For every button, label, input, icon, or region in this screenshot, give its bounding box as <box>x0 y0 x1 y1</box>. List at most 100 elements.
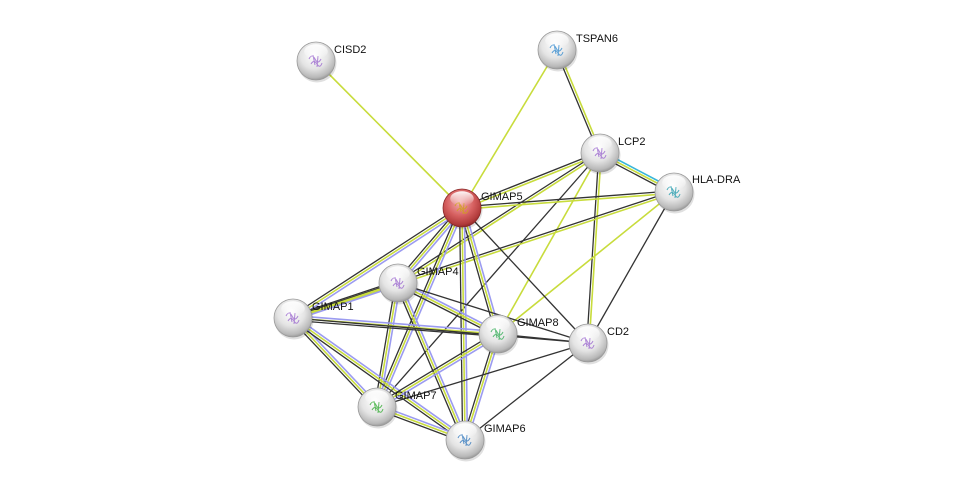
edge-line-coexpression <box>395 283 464 442</box>
edge-gimap5-gimap7[interactable] <box>374 206 465 409</box>
protein-structure-icon <box>580 336 595 350</box>
edge-gimap1-gimap7[interactable] <box>290 315 380 410</box>
node-highlight <box>662 175 686 190</box>
protein-structure-icon <box>549 43 564 57</box>
node-label: GIMAP7 <box>395 390 437 402</box>
edge-line-textmining <box>292 207 463 319</box>
node-highlight <box>386 266 410 281</box>
edge-gimap1-cd2[interactable] <box>292 317 589 344</box>
edge-line-coexpression <box>461 190 674 208</box>
node-gimap8[interactable]: GIMAP8 <box>478 314 559 356</box>
edge-line-coexpression <box>374 206 461 407</box>
edge-line-coexpression <box>396 151 600 283</box>
node-label: GIMAP1 <box>312 301 354 313</box>
edge-line-textmining <box>497 152 601 335</box>
edge-line-coexpression <box>458 208 464 441</box>
edge-line-homology <box>293 315 467 439</box>
edge-line-coexpression <box>587 191 675 344</box>
edge-line-textmining <box>461 49 558 209</box>
edge-line-coexpression <box>461 207 589 344</box>
node-cd2[interactable]: CD2 <box>568 323 629 365</box>
edge-line-homology <box>378 208 465 409</box>
edge-line-textmining <box>497 191 675 335</box>
node-label: CISD2 <box>334 44 366 56</box>
edge-line-coexpression <box>292 317 589 344</box>
edge-gimap4-gimap6[interactable] <box>395 281 468 442</box>
edge-gimap7-cd2[interactable] <box>376 342 589 408</box>
edge-gimap6-cd2[interactable] <box>464 342 589 441</box>
edge-line-textmining <box>398 153 602 285</box>
edge-line-coexpression <box>397 282 589 344</box>
edge-lcp2-cd2[interactable] <box>586 152 602 344</box>
node-gimap4[interactable]: GIMAP4 <box>378 263 459 305</box>
edge-gimap1-gimap6[interactable] <box>291 315 467 443</box>
node-gimap5[interactable]: GIMAP5 <box>442 188 523 230</box>
edge-line-textmining <box>588 153 602 344</box>
edge-line-coexpression <box>459 208 497 335</box>
edge-line-homology <box>293 209 464 321</box>
edges-layer <box>290 49 676 443</box>
node-label: LCP2 <box>618 136 646 148</box>
edge-line-textmining <box>293 192 675 320</box>
edge-hla-dra-gimap5[interactable] <box>461 190 675 210</box>
node-highlight <box>450 191 474 206</box>
protein-structure-icon <box>490 327 505 341</box>
edge-line-coexpression <box>461 151 600 208</box>
node-highlight <box>281 301 305 316</box>
edge-line-coexpression <box>291 205 462 317</box>
edge-hla-dra-gimap1[interactable] <box>292 190 675 320</box>
edge-hla-dra-cd2[interactable] <box>587 191 675 344</box>
node-label: GIMAP5 <box>481 191 523 203</box>
edge-gimap8-gimap7[interactable] <box>375 331 500 410</box>
protein-structure-icon <box>369 400 384 414</box>
edge-lcp2-gimap8[interactable] <box>497 152 601 335</box>
edge-gimap4-cd2[interactable] <box>397 282 589 344</box>
node-label: GIMAP4 <box>417 266 459 278</box>
node-label: HLA-DRA <box>692 174 741 186</box>
node-tspan6[interactable]: TSPAN6 <box>537 30 618 72</box>
edge-line-textmining <box>462 192 675 210</box>
edge-gimap4-gimap7[interactable] <box>373 282 402 408</box>
edge-line-textmining <box>376 333 499 408</box>
edge-line-coexpression <box>375 331 498 406</box>
node-label: TSPAN6 <box>576 33 618 45</box>
edge-line-textmining <box>292 317 378 408</box>
node-highlight <box>453 423 477 438</box>
protein-structure-icon <box>457 433 472 447</box>
protein-structure-icon <box>592 146 607 160</box>
node-lcp2[interactable]: LCP2 <box>580 133 646 175</box>
edge-line-coexpression <box>373 282 397 407</box>
edge-lcp2-gimap7[interactable] <box>376 152 601 408</box>
edge-line-textmining <box>397 282 466 441</box>
node-label: CD2 <box>607 326 629 338</box>
node-highlight <box>576 326 600 341</box>
edge-tspan6-gimap5[interactable] <box>461 49 558 209</box>
edge-line-textmining <box>376 207 463 408</box>
edge-lcp2-gimap4[interactable] <box>396 151 602 285</box>
node-cisd2[interactable]: CISD2 <box>296 41 366 83</box>
node-gimap6[interactable]: GIMAP6 <box>445 420 526 462</box>
node-gimap1[interactable]: GIMAP1 <box>273 298 354 340</box>
edge-gimap5-gimap6[interactable] <box>458 207 469 441</box>
node-label: GIMAP6 <box>484 423 526 435</box>
edge-line-coexpression <box>292 319 498 338</box>
edge-line-homology <box>378 283 402 408</box>
edge-line-coexpression <box>464 342 589 441</box>
edge-line-textmining <box>376 282 399 408</box>
node-highlight <box>304 44 328 59</box>
edge-gimap5-cd2[interactable] <box>461 207 589 344</box>
edge-line-coexpression <box>376 152 601 408</box>
edge-line-homology <box>294 315 380 406</box>
node-gimap7[interactable]: GIMAP7 <box>357 387 437 429</box>
edge-cisd2-gimap5[interactable] <box>315 60 463 209</box>
edge-line-homology <box>377 335 500 410</box>
edge-hla-dra-gimap8[interactable] <box>497 191 675 335</box>
protein-structure-icon <box>285 311 300 325</box>
edge-gimap5-gimap1[interactable] <box>291 205 464 321</box>
edge-line-coexpression <box>291 319 464 443</box>
node-hla-dra[interactable]: HLA-DRA <box>654 172 741 214</box>
edge-lcp2-gimap5[interactable] <box>461 151 601 210</box>
protein-structure-icon <box>308 54 323 68</box>
